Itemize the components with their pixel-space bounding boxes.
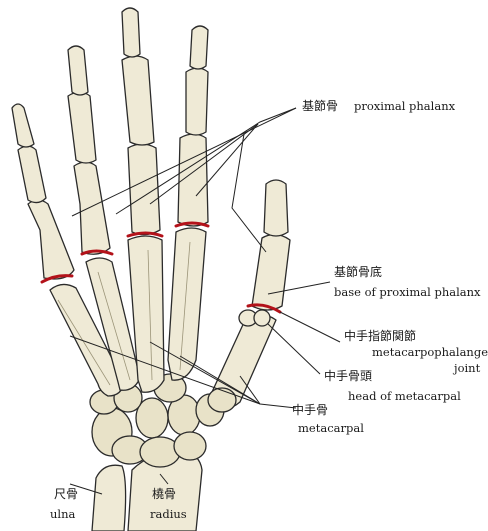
label-base-proximal-phalanx-en: base of proximal phalanx xyxy=(334,285,481,299)
label-ulna-en: ulna xyxy=(50,507,75,521)
label-metacarpal-jp: 中手骨 xyxy=(292,402,328,417)
leader-lines xyxy=(69,107,341,495)
metacarpal-bone xyxy=(49,283,125,397)
middle-phalanx-bone xyxy=(121,55,155,146)
distal-phalanx-bone xyxy=(121,7,141,58)
label-radius-jp: 橈骨 xyxy=(152,487,176,501)
metacarpal-bone xyxy=(167,227,207,381)
middle-finger xyxy=(121,7,165,393)
label-mcp-joint-jp: 中手指節関節 xyxy=(344,328,416,343)
label-ulna-jp: 尺骨 xyxy=(54,487,78,501)
label-head-metacarpal-jp: 中手骨頭 xyxy=(324,368,372,383)
joint-line xyxy=(126,231,164,238)
forearm-bones xyxy=(91,449,203,531)
little-finger xyxy=(11,103,125,397)
middle-phalanx-bone xyxy=(17,145,47,204)
sesamoid-bone xyxy=(253,309,271,327)
metacarpal-bone xyxy=(127,235,165,393)
label-base-proximal-phalanx-jp: 基節骨底 xyxy=(334,264,382,279)
joint-line xyxy=(40,274,74,284)
distal-phalanx-bone xyxy=(189,25,209,70)
middle-phalanx-bone xyxy=(67,91,97,164)
proximal-phalanx-bone xyxy=(251,233,291,311)
thumb xyxy=(207,179,291,413)
distal-phalanx-bone xyxy=(263,179,289,237)
label-proximal-phalanx-en: proximal phalanx xyxy=(354,99,456,113)
label-radius-en: radius xyxy=(150,507,187,521)
proximal-phalanx-bone xyxy=(73,161,111,255)
ulna-bone xyxy=(91,464,127,531)
distal-phalanx-bone xyxy=(11,103,35,148)
label-mcp-joint-en1: metacarpophalangeal xyxy=(372,345,488,359)
distal-phalanx-bone xyxy=(67,45,89,96)
trapezium-bone xyxy=(207,387,237,413)
carpal-bone xyxy=(139,436,181,468)
ring-finger xyxy=(67,45,141,391)
label-mcp-joint-en2: joint xyxy=(452,361,481,375)
joint-line xyxy=(246,303,282,314)
index-finger xyxy=(167,25,209,381)
mcp-joint-markers xyxy=(40,221,282,314)
label-proximal-phalanx-jp: 基節骨 xyxy=(302,98,338,113)
joint-line xyxy=(80,249,114,256)
middle-phalanx-bone xyxy=(185,67,209,136)
carpal-bones xyxy=(89,373,225,468)
label-head-metacarpal-en: head of metacarpal xyxy=(348,389,461,403)
label-metacarpal-en: metacarpal xyxy=(298,421,364,435)
labels: 基節骨 proximal phalanx 基節骨底 base of proxim… xyxy=(50,98,488,521)
joint-line xyxy=(174,221,210,228)
carpal-bone xyxy=(173,431,207,461)
proximal-phalanx-bone xyxy=(27,199,75,280)
